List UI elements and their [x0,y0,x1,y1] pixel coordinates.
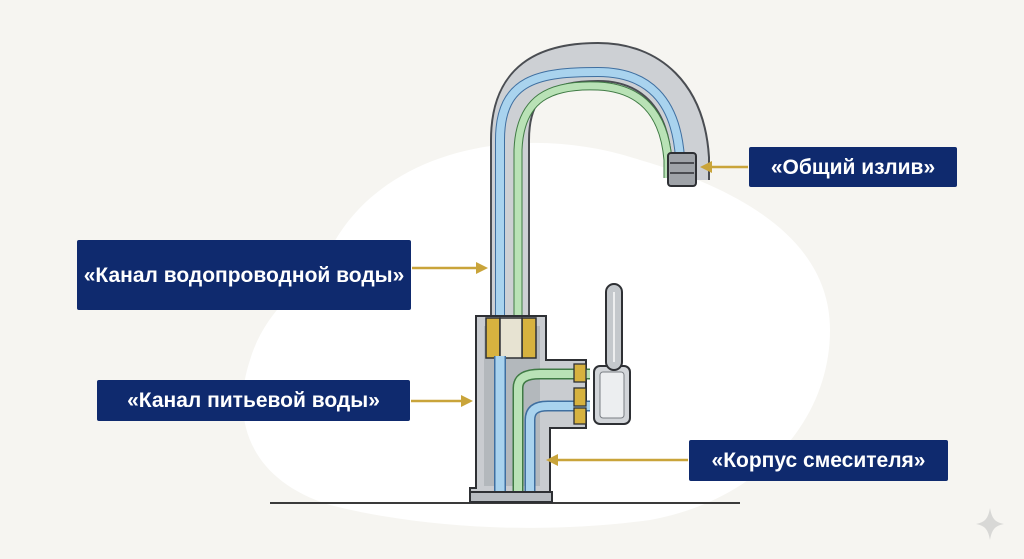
arrow-drinking-channel [411,395,473,407]
brass-fitting-right [521,317,537,359]
label-drinking-water-channel: «Канал питьевой воды» [97,380,410,421]
aerator [667,152,697,187]
arrow-spout [700,161,748,173]
label-mixer-body: «Корпус смесителя» [689,440,948,481]
arrow-mixer-body [546,454,688,466]
base-flange [469,491,553,503]
label-tap-water-channel: «Канал водопроводной воды» [77,240,411,310]
label-spout: «Общий излив» [749,147,957,187]
arrow-tap-channel [412,262,488,274]
brass-fitting-left [485,317,501,359]
sparkle-icon [976,508,1004,540]
